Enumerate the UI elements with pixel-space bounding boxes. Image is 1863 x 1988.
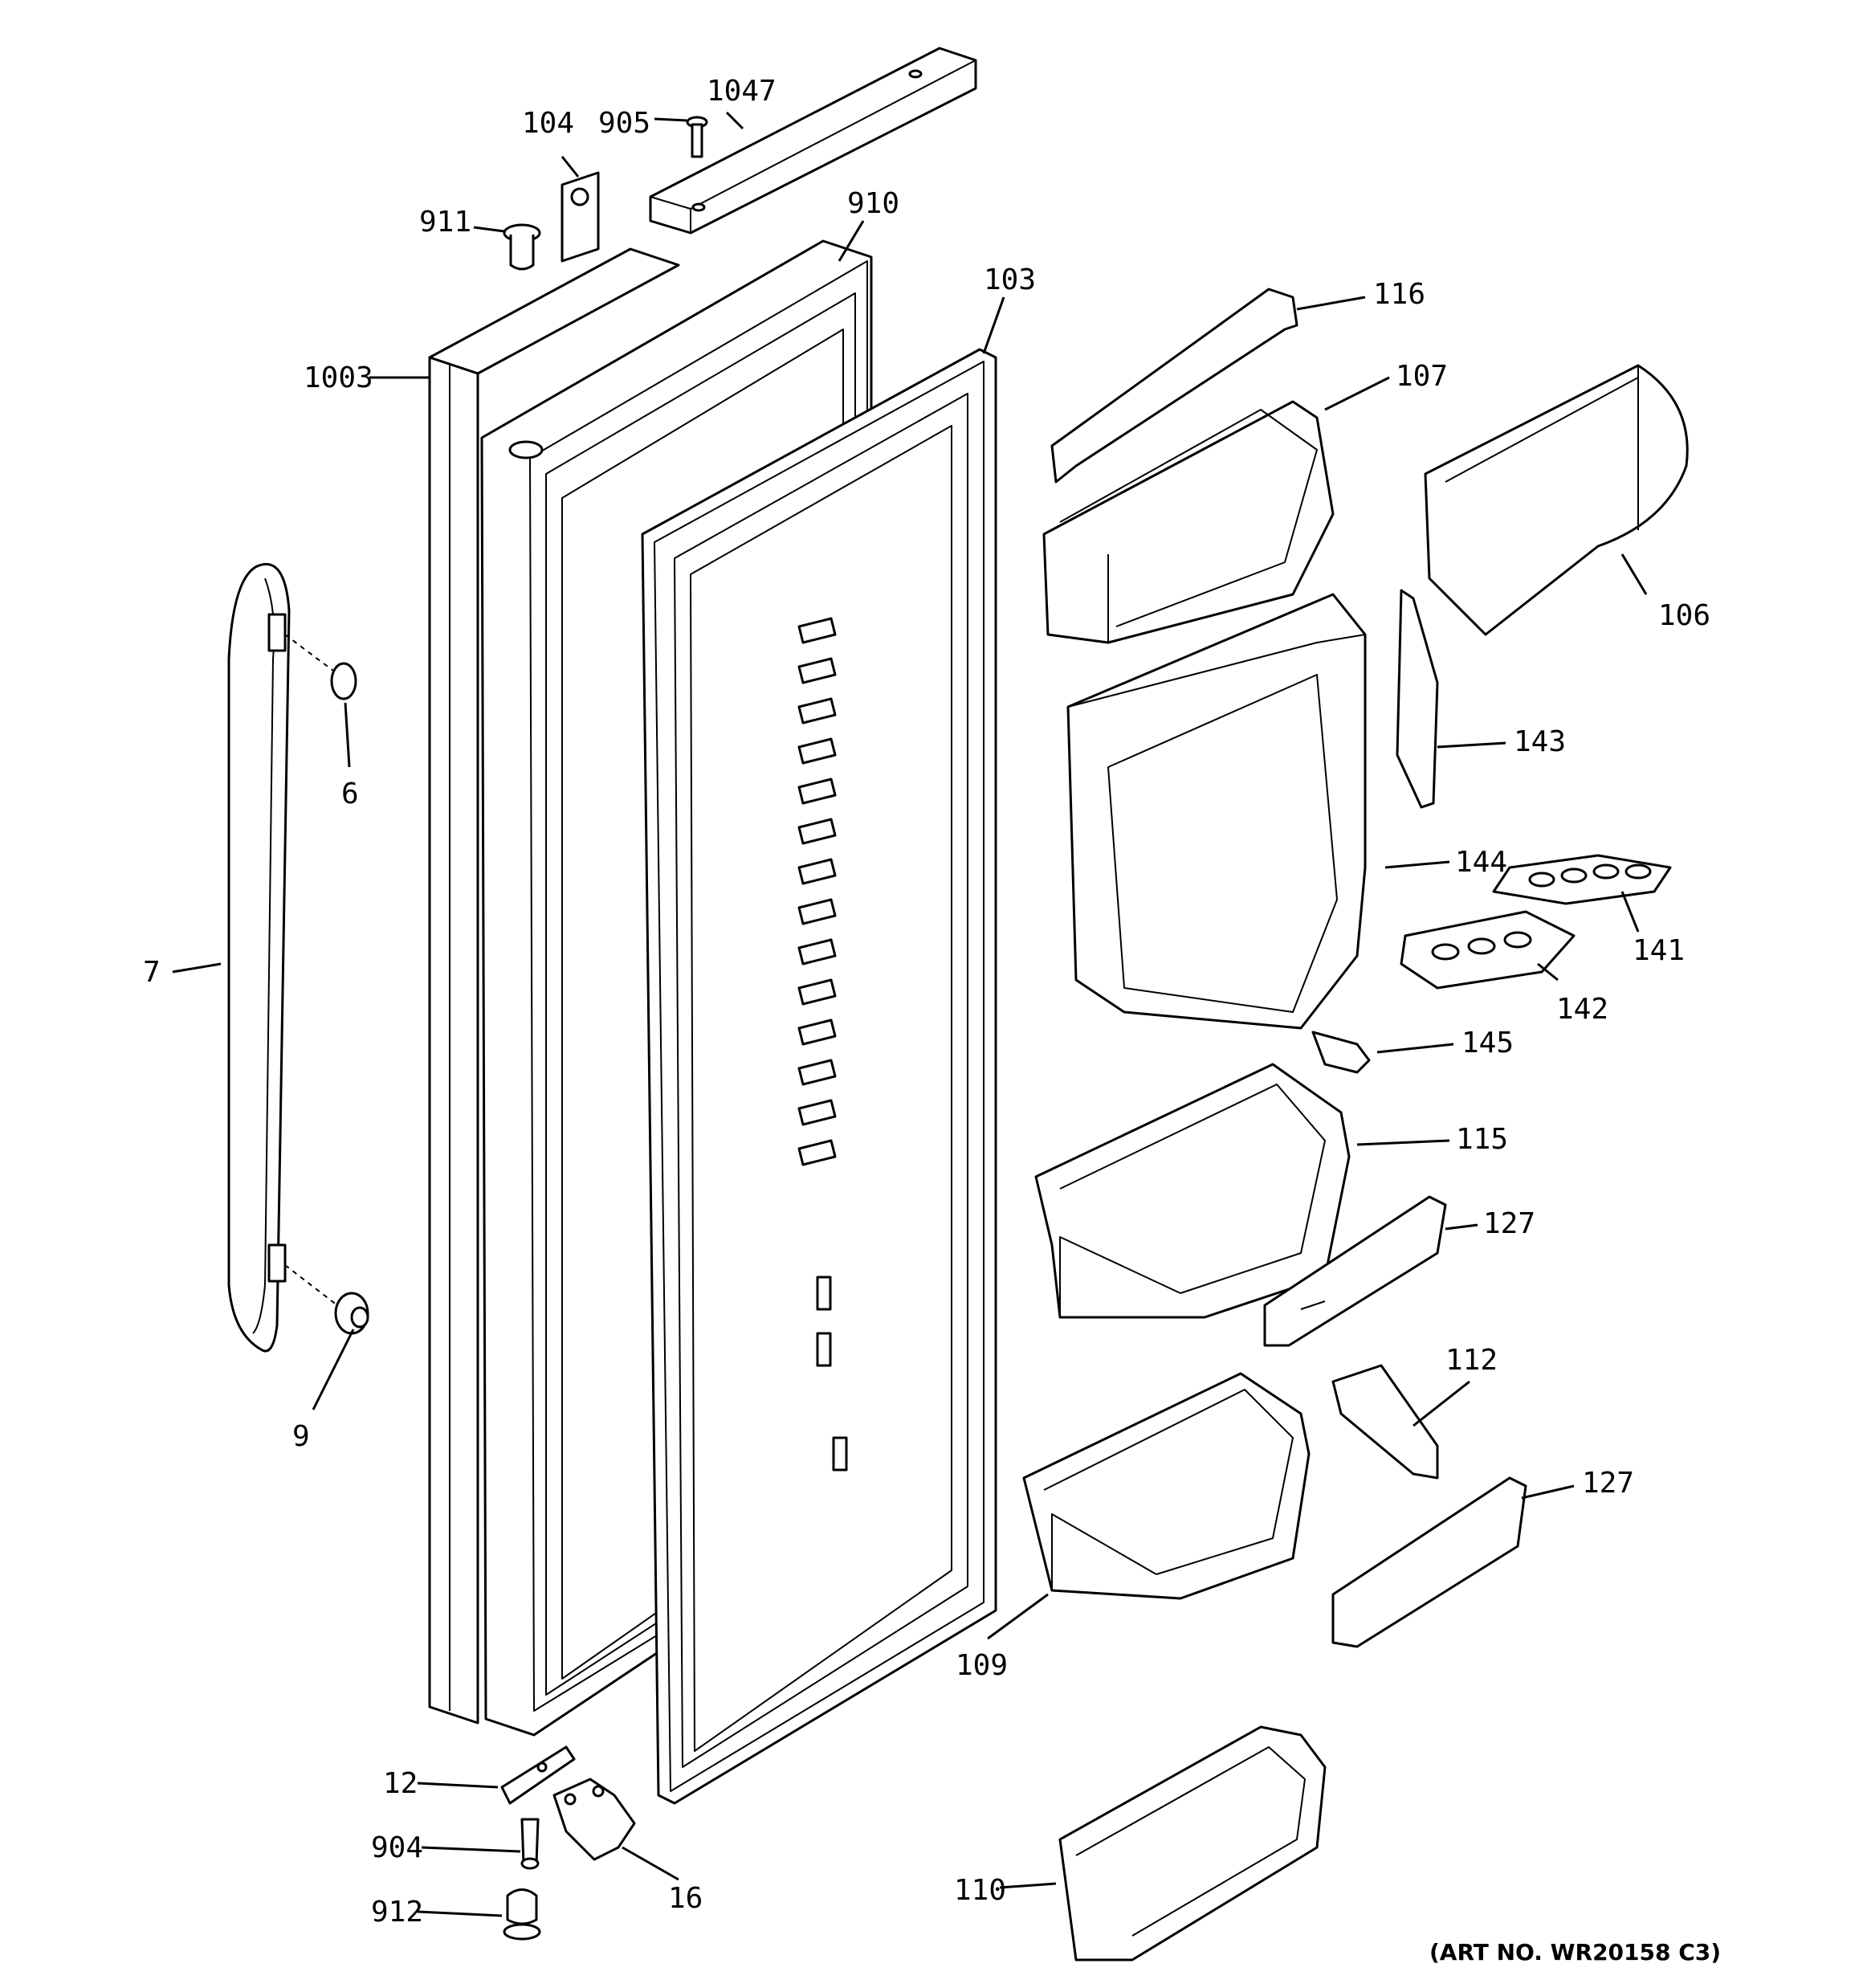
part-912-bushing [503, 1888, 541, 1941]
callout-912: 912 [371, 1896, 423, 1929]
part-6-mount-screw [330, 662, 357, 700]
callout-107: 107 [1396, 360, 1448, 393]
part-9-dashed-line [284, 1264, 338, 1306]
callout-141: 141 [1633, 934, 1685, 967]
callout-143: 143 [1514, 725, 1566, 758]
part-109-door-bin [1022, 1372, 1311, 1600]
part-110-door-bin [1058, 1725, 1327, 1961]
part-103-gasket [641, 348, 997, 1805]
part-112-clip [1331, 1364, 1439, 1480]
part-115-door-bin [1034, 1063, 1351, 1319]
callout-103: 103 [984, 263, 1036, 296]
callout-127-lower: 127 [1582, 1467, 1634, 1500]
callout-12: 12 [383, 1767, 418, 1800]
part-127-bin-face-upper [1263, 1195, 1447, 1347]
part-142-egg-tray [1400, 910, 1576, 990]
part-911-bushing [503, 223, 541, 271]
part-9-mount-fastener [334, 1292, 369, 1335]
callout-110: 110 [954, 1874, 1006, 1907]
part-127-bin-face-lower [1331, 1476, 1527, 1648]
callout-6: 6 [341, 778, 359, 810]
part-107-door-bin [1042, 400, 1335, 644]
part-106-cover [1424, 364, 1689, 636]
callout-911: 911 [419, 206, 471, 239]
callout-104: 104 [522, 107, 574, 140]
callout-115: 115 [1456, 1123, 1508, 1156]
part-144-dispenser-bin [1066, 593, 1367, 1030]
leader-lines [172, 111, 1648, 1917]
callout-144: 144 [1455, 846, 1507, 879]
callout-1047: 1047 [707, 75, 777, 108]
part-104-label [561, 171, 600, 263]
callout-904: 904 [371, 1831, 423, 1864]
part-1003-door-trim [428, 247, 680, 1725]
part-16-hinge [552, 1778, 636, 1861]
callout-910: 910 [847, 187, 899, 220]
art-number: (ART NO. WR20158 C3) [1429, 1939, 1721, 1966]
callout-1003: 1003 [304, 361, 373, 394]
part-116-shelf-rail [1050, 288, 1298, 484]
part-1047-hinge-cover [649, 47, 977, 235]
part-141-egg-tray [1492, 854, 1672, 905]
callout-109: 109 [956, 1649, 1008, 1682]
part-12-hinge-plate [500, 1745, 576, 1805]
part-145-plug [1311, 1031, 1371, 1074]
callout-116: 116 [1373, 278, 1425, 311]
callout-142: 142 [1556, 993, 1608, 1026]
callout-145: 145 [1461, 1027, 1514, 1059]
callout-9: 9 [292, 1420, 310, 1453]
part-904-screw [520, 1818, 540, 1870]
callout-112: 112 [1445, 1344, 1498, 1377]
part-143-side-panel [1396, 589, 1439, 809]
part-7-handle [227, 562, 291, 1353]
part-6-dashed-line [284, 634, 334, 672]
callout-106: 106 [1658, 599, 1710, 632]
callout-labels: 1047 104 905 911 910 103 1003 116 107 10… [143, 75, 1721, 1966]
part-905-screw [686, 116, 708, 158]
callout-905: 905 [598, 107, 650, 140]
callout-7: 7 [143, 956, 161, 989]
callout-16: 16 [668, 1882, 703, 1915]
callout-127-upper: 127 [1483, 1207, 1535, 1240]
